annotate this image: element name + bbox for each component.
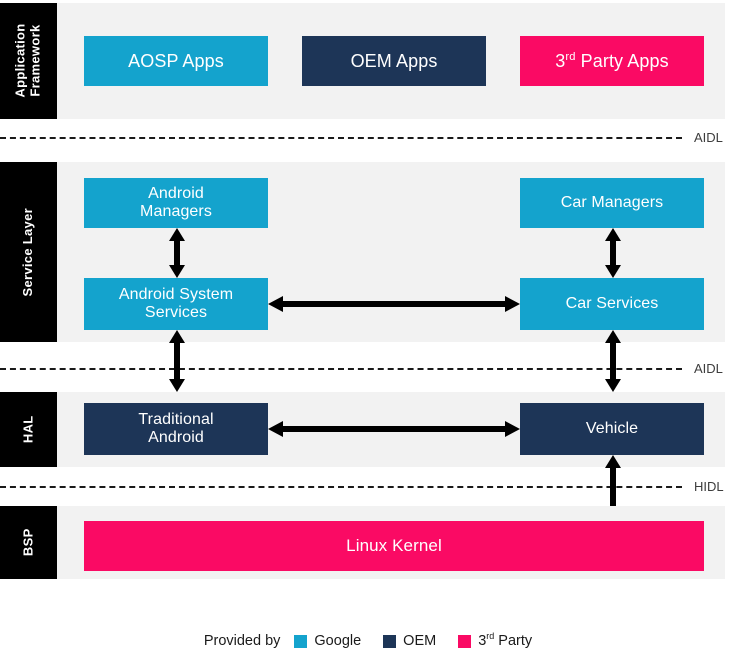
legend-swatch-oem	[383, 634, 397, 648]
box-android-managers-label: Android Managers	[136, 185, 216, 221]
box-android-system-services-line2: Services	[144, 304, 208, 321]
arrow-car-services-to-vehicle	[605, 330, 621, 392]
legend-swatch-third-party	[458, 634, 472, 648]
arrow-android-system-services-to-car-services	[268, 296, 520, 312]
sidebar-tab-application-framework-label: Application Framework	[12, 23, 43, 99]
box-vehicle[interactable]: Vehicle	[520, 403, 704, 455]
sidebar-tab-service-layer-label: Service Layer	[20, 207, 36, 297]
legend-label-google: Google	[314, 633, 362, 649]
separator-label-aidl-top: AIDL	[694, 129, 723, 145]
box-third-party-apps-ordinal: rd	[565, 50, 576, 63]
legend-label-third-party-numeral: 3	[478, 633, 487, 649]
box-android-managers-line2: Managers	[140, 203, 212, 220]
legend-entry-oem: OEM	[383, 633, 436, 649]
box-oem-apps[interactable]: OEM Apps	[302, 36, 486, 86]
sidebar-tab-bsp: BSP	[0, 506, 57, 579]
sidebar-tab-hal: HAL	[0, 392, 57, 467]
box-android-managers[interactable]: Android Managers	[84, 178, 268, 228]
box-oem-apps-label: OEM Apps	[350, 50, 438, 71]
box-traditional-android-label: Traditional Android	[134, 411, 217, 447]
box-third-party-apps[interactable]: 3rd Party Apps	[520, 36, 704, 86]
box-linux-kernel-label: Linux Kernel	[346, 536, 442, 556]
box-vehicle-label: Vehicle	[585, 419, 639, 437]
legend-swatch-google	[294, 634, 308, 648]
box-aosp-apps[interactable]: AOSP Apps	[84, 36, 268, 86]
box-traditional-android-line1: Traditional	[138, 410, 214, 428]
box-android-managers-line1: Android	[148, 184, 204, 202]
arrow-android-managers-to-android-system-services	[169, 228, 185, 278]
sidebar-tab-application-framework: Application Framework	[0, 3, 57, 119]
box-android-system-services-line1: Android System	[118, 285, 234, 303]
box-linux-kernel[interactable]: Linux Kernel	[84, 521, 704, 571]
box-traditional-android-line2: Android	[148, 429, 204, 446]
legend: Provided by Google OEM 3rd Party	[0, 628, 736, 654]
legend-label-third-party-rest: Party	[494, 633, 533, 649]
separator-line-aidl-bottom	[0, 368, 682, 370]
legend-entry-google: Google	[294, 633, 361, 649]
legend-label-third-party-ordinal: rd	[486, 631, 495, 642]
box-car-managers-label: Car Managers	[560, 193, 664, 211]
arrow-traditional-android-to-vehicle	[268, 421, 520, 437]
separator-line-hidl	[0, 486, 682, 488]
box-aosp-apps-label: AOSP Apps	[128, 50, 224, 71]
box-android-system-services-label: Android System Services	[115, 286, 237, 322]
sidebar-tab-bsp-label: BSP	[20, 528, 36, 557]
box-car-managers[interactable]: Car Managers	[520, 178, 704, 228]
legend-title: Provided by	[203, 633, 281, 649]
separator-label-hidl: HIDL	[694, 478, 724, 494]
sidebar-tab-hal-label: HAL	[20, 415, 36, 444]
arrow-car-managers-to-car-services	[605, 228, 621, 278]
box-third-party-apps-numeral: 3	[555, 50, 566, 71]
legend-label-third-party: 3rd Party	[478, 631, 533, 649]
box-third-party-apps-rest: Party Apps	[575, 50, 669, 71]
separator-label-aidl-bottom: AIDL	[694, 360, 723, 376]
separator-line-aidl-top	[0, 137, 682, 139]
box-car-services-label: Car Services	[565, 294, 659, 312]
box-android-system-services[interactable]: Android System Services	[84, 278, 268, 330]
box-third-party-apps-label: 3rd Party Apps	[551, 51, 672, 72]
arrow-android-system-services-to-traditional-android	[169, 330, 185, 392]
legend-label-oem: OEM	[403, 633, 437, 649]
sidebar-tab-service-layer: Service Layer	[0, 162, 57, 342]
box-traditional-android[interactable]: Traditional Android	[84, 403, 268, 455]
box-car-services[interactable]: Car Services	[520, 278, 704, 330]
legend-entry-third-party: 3rd Party	[458, 631, 533, 649]
